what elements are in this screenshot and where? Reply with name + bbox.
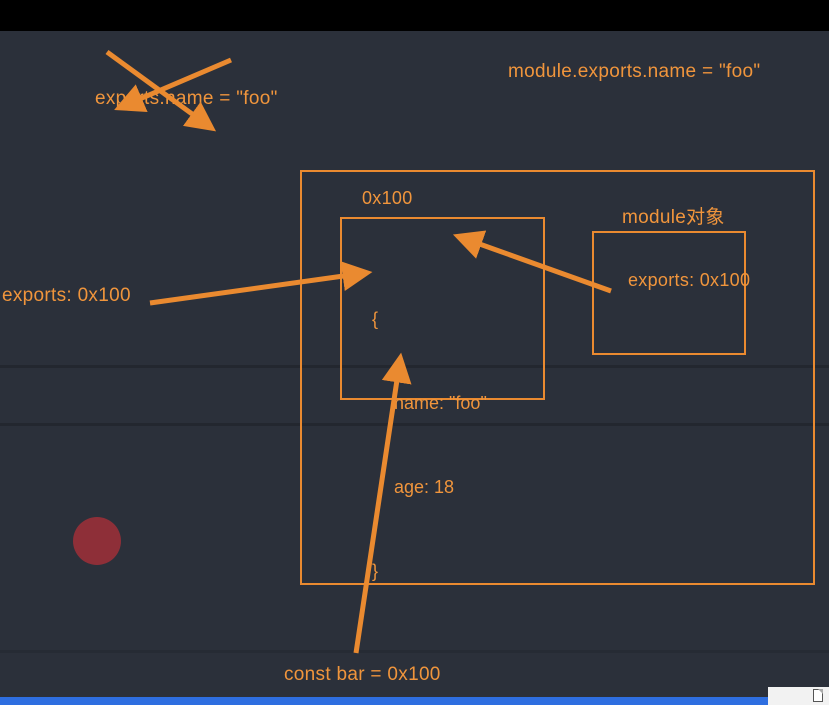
heap-address-label: 0x100 bbox=[362, 188, 413, 208]
object-open-brace: { bbox=[372, 309, 379, 329]
module-exports-line: exports: 0x100 bbox=[628, 270, 751, 290]
const-bar-label: const bar = 0x100 bbox=[284, 664, 441, 685]
object-age-line: age: 18 bbox=[394, 477, 455, 497]
module-object-title: module对象 bbox=[622, 207, 725, 228]
module-exports-name-text: module.exports.name = "foo" bbox=[508, 61, 761, 82]
background-seam bbox=[0, 423, 829, 426]
module-object-box bbox=[592, 231, 746, 355]
crossed-out-exports-text: exports.name = "foo" bbox=[95, 88, 278, 109]
background-seam bbox=[0, 650, 829, 653]
object-name-line: name: "foo" bbox=[394, 393, 487, 413]
bottom-progress-bar bbox=[0, 697, 770, 705]
outer-scope-box bbox=[300, 170, 815, 585]
page-corner-control[interactable] bbox=[768, 687, 829, 705]
exports-left-label: exports: 0x100 bbox=[2, 285, 131, 306]
object-close-brace: } bbox=[372, 561, 379, 581]
red-marker-dot bbox=[73, 517, 121, 565]
heap-object-box bbox=[340, 217, 545, 400]
page-flip-icon bbox=[813, 689, 823, 702]
top-black-bar bbox=[0, 0, 829, 31]
background-seam bbox=[0, 365, 829, 368]
heap-object-literal: { name: "foo" age: 18 } bbox=[372, 249, 487, 641]
